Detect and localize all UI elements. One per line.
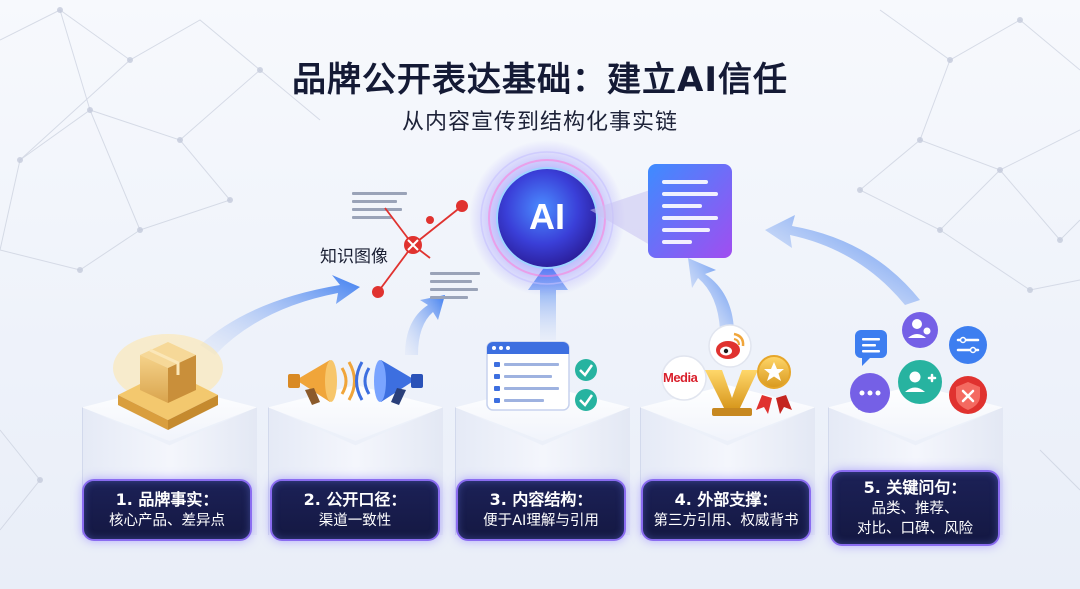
knowledge-graph-label: 知识图像 [320,247,388,267]
arrow-1 [200,275,360,355]
product-box-icon [113,334,223,430]
step-desc: 核心产品、差异点 [109,513,225,529]
step-title: 1. 品牌事实： [115,490,219,509]
arrow-2 [405,295,445,355]
step-card-4: 4. 外部支撑： 第三方引用、权威背书 [641,479,811,541]
step-title: 4. 外部支撑： [674,490,778,509]
step-desc: 第三方引用、权威背书 [653,513,799,529]
megaphone-icon [288,360,423,405]
step-title: 2. 公开口径： [303,490,407,509]
step-card-5: 5. 关键问句： 品类、推荐、 对比、口碑、风险 [830,470,1000,546]
ai-orb [469,140,625,296]
step-title: 5. 关键问句： [863,478,967,497]
structured-document-icon [590,164,732,258]
media-badge-text: Media [663,370,698,385]
page-subtitle: 从内容宣传到结构化事实链 [401,110,678,135]
arrow-4 [688,258,734,330]
structured-list-icon [486,341,597,411]
step-desc: 渠道一致性 [318,513,392,529]
award-trophy-icon [661,324,792,416]
page-title: 品牌公开表达基础：建立AI信任 [292,60,788,100]
step-title: 3. 内容结构： [489,490,593,509]
arrow-5 [765,215,920,305]
step-card-3: 3. 内容结构： 便于AI理解与引用 [456,479,626,541]
ai-label: AI [529,196,565,237]
question-bubbles-icon [850,312,987,414]
knowledge-graph [352,192,480,299]
step-desc: 对比、口碑、风险 [857,521,973,537]
step-desc: 品类、推荐、 [871,501,959,517]
step-card-1: 1. 品牌事实： 核心产品、差异点 [82,479,252,541]
step-card-2: 2. 公开口径： 渠道一致性 [270,479,440,541]
step-desc: 便于AI理解与引用 [483,513,599,529]
